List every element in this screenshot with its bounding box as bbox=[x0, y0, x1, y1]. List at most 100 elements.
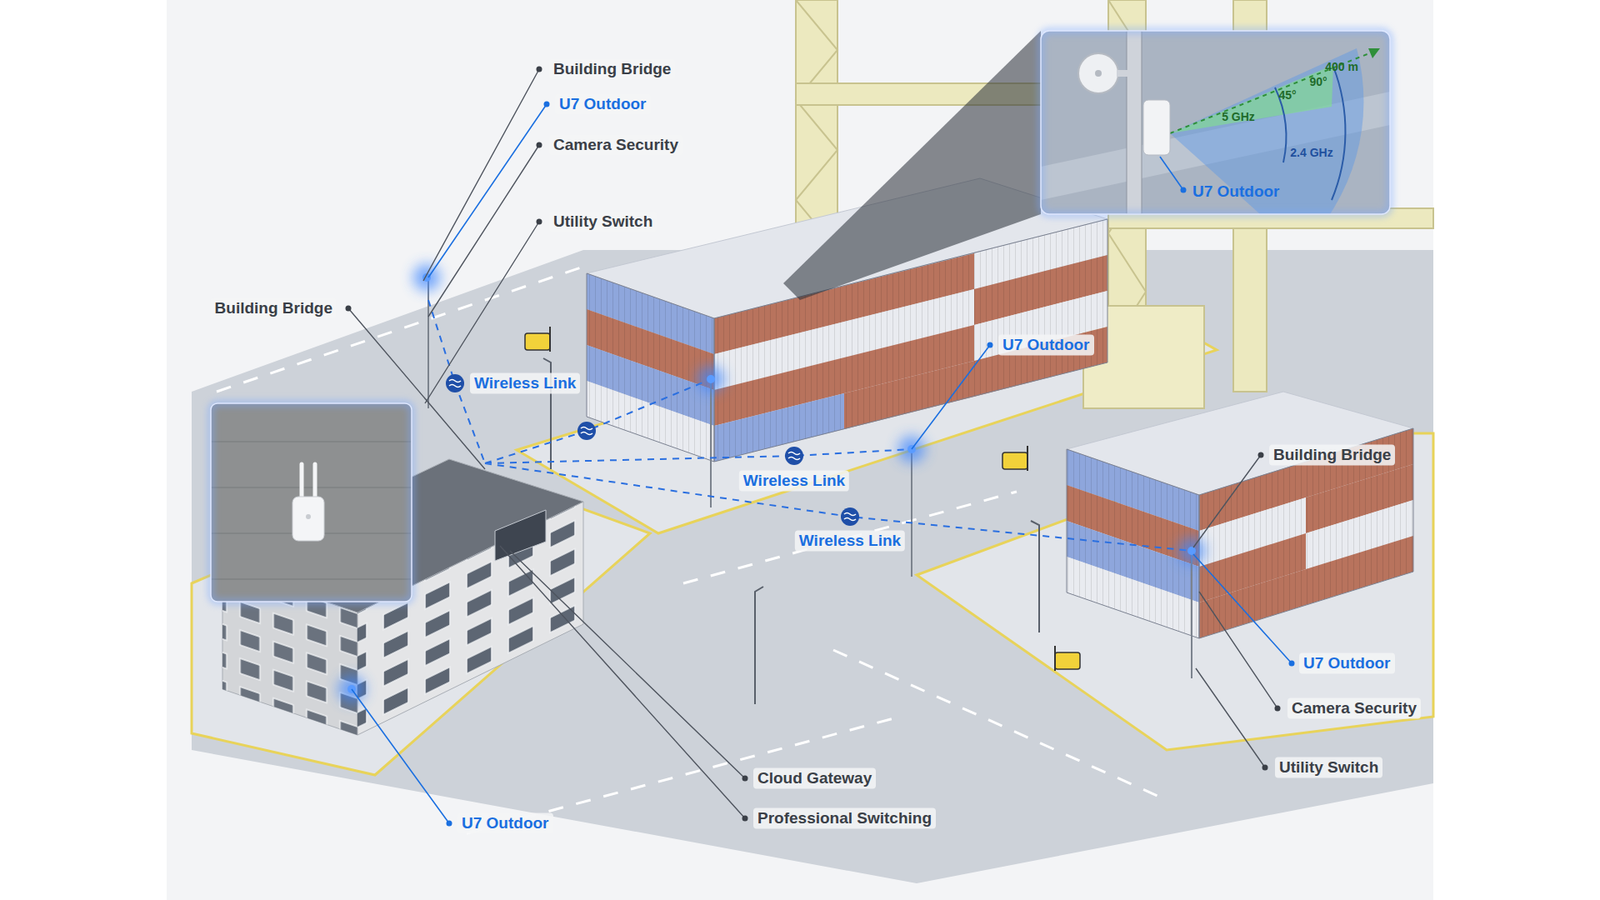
scene-background bbox=[166, 0, 1434, 900]
callout-label: Wireless Link bbox=[470, 373, 580, 395]
callout-label: Building Bridge bbox=[1269, 445, 1395, 466]
detail-inset bbox=[1180, 187, 1187, 194]
leader-line bbox=[446, 820, 453, 827]
forklift bbox=[525, 326, 1080, 671]
leader-line bbox=[536, 219, 543, 225]
forklift bbox=[1002, 452, 1028, 470]
wireless-icon bbox=[785, 446, 804, 465]
device-glow bbox=[706, 375, 715, 384]
zoom-wedge bbox=[783, 30, 1041, 300]
equipment-pole bbox=[427, 277, 430, 409]
callout-label: Wireless Link bbox=[795, 530, 905, 552]
detail-inset bbox=[313, 464, 318, 500]
container-stack bbox=[1066, 391, 1414, 639]
detail-inset bbox=[210, 403, 412, 602]
callout-label: U7 Outdoor bbox=[457, 813, 554, 835]
street-lamp bbox=[543, 358, 1040, 705]
container-stack bbox=[586, 273, 715, 462]
wireless-icon bbox=[449, 380, 461, 388]
leader-line bbox=[544, 101, 550, 108]
detail-inset bbox=[1116, 70, 1129, 77]
callout-label: Camera Security bbox=[1287, 698, 1421, 720]
inset-border bbox=[210, 403, 412, 602]
wireless-icon bbox=[844, 513, 856, 521]
wireless-icon bbox=[445, 374, 860, 526]
forklift bbox=[1054, 645, 1056, 671]
callout-label: U7 Outdoor bbox=[1192, 182, 1280, 202]
detail-inset bbox=[1143, 100, 1170, 155]
callout-label: Cloud Gateway bbox=[753, 768, 876, 790]
inset-border bbox=[210, 403, 412, 602]
leader-line bbox=[1258, 452, 1265, 459]
detail-inset bbox=[210, 403, 412, 602]
forklift bbox=[525, 333, 550, 350]
inset-border bbox=[210, 403, 412, 602]
container-stack bbox=[1066, 449, 1200, 639]
callout-label: Building Bridge bbox=[210, 298, 337, 320]
forklift bbox=[1055, 652, 1080, 670]
leader-line bbox=[536, 66, 543, 73]
scene-background bbox=[166, 0, 1434, 900]
detail-inset bbox=[1170, 51, 1374, 134]
equipment-pole bbox=[428, 277, 1192, 679]
inset-border bbox=[1040, 30, 1390, 215]
leader-line bbox=[742, 815, 749, 822]
callout-label: Utility Switch bbox=[549, 211, 657, 233]
forklift bbox=[549, 326, 551, 352]
callout-label: 5 GHz bbox=[1221, 110, 1255, 125]
wireless-icon bbox=[580, 427, 593, 435]
callout-label: 45° bbox=[1278, 88, 1296, 103]
callout-label: U7 Outdoor bbox=[998, 335, 1095, 356]
callout-label: Utility Switch bbox=[1275, 757, 1383, 779]
device-glow bbox=[1187, 546, 1196, 555]
detail-inset bbox=[1078, 53, 1119, 94]
detail-inset bbox=[1368, 48, 1380, 59]
zoom-wedge bbox=[783, 30, 1041, 300]
device-glow bbox=[697, 365, 725, 393]
callout-label: U7 Outdoor bbox=[555, 94, 651, 115]
office-building bbox=[495, 510, 546, 561]
detail-inset bbox=[1170, 48, 1364, 215]
wireless-icon bbox=[788, 452, 800, 460]
detail-inset bbox=[1160, 156, 1184, 190]
wireless-link-line bbox=[428, 300, 1192, 551]
detail-inset bbox=[300, 464, 305, 500]
leader-line bbox=[1275, 705, 1281, 712]
wireless-link-line bbox=[428, 300, 1192, 551]
leader-line bbox=[1262, 765, 1269, 771]
wireless-icon bbox=[445, 374, 465, 393]
inset-border bbox=[1040, 30, 1390, 215]
device-glow bbox=[1178, 537, 1205, 565]
detail-inset bbox=[210, 441, 412, 580]
equipment-pole bbox=[710, 379, 712, 508]
callout-label: Wireless Link bbox=[739, 470, 850, 492]
detail-inset bbox=[292, 496, 325, 541]
device-glow bbox=[413, 264, 440, 291]
equipment-pole bbox=[910, 449, 913, 577]
leader-line bbox=[536, 142, 543, 149]
leader-line bbox=[345, 305, 352, 312]
forklift bbox=[1026, 445, 1029, 471]
inset-border bbox=[1040, 30, 1390, 215]
callout-label: Professional Switching bbox=[753, 808, 936, 830]
crane-structure bbox=[795, 0, 838, 250]
detail-inset bbox=[1126, 30, 1142, 215]
leader-line bbox=[742, 775, 749, 782]
device-glow bbox=[338, 264, 1205, 703]
detail-inset bbox=[1040, 30, 1390, 215]
equipment-pole bbox=[1190, 550, 1193, 679]
wireless-icon bbox=[577, 421, 596, 440]
callout-label: Building Bridge bbox=[549, 59, 675, 80]
street-lamp bbox=[543, 358, 1040, 705]
leader-line bbox=[987, 342, 994, 349]
callout-label: 2.4 GHz bbox=[1290, 145, 1333, 160]
detail-inset bbox=[1095, 70, 1102, 77]
container-stack bbox=[1199, 428, 1414, 639]
callout-label: Camera Security bbox=[549, 135, 683, 156]
callout-label: 90° bbox=[1309, 75, 1327, 90]
callout-label: 400 m bbox=[1325, 60, 1359, 75]
wireless-icon bbox=[840, 507, 860, 526]
detail-inset bbox=[1331, 66, 1345, 200]
